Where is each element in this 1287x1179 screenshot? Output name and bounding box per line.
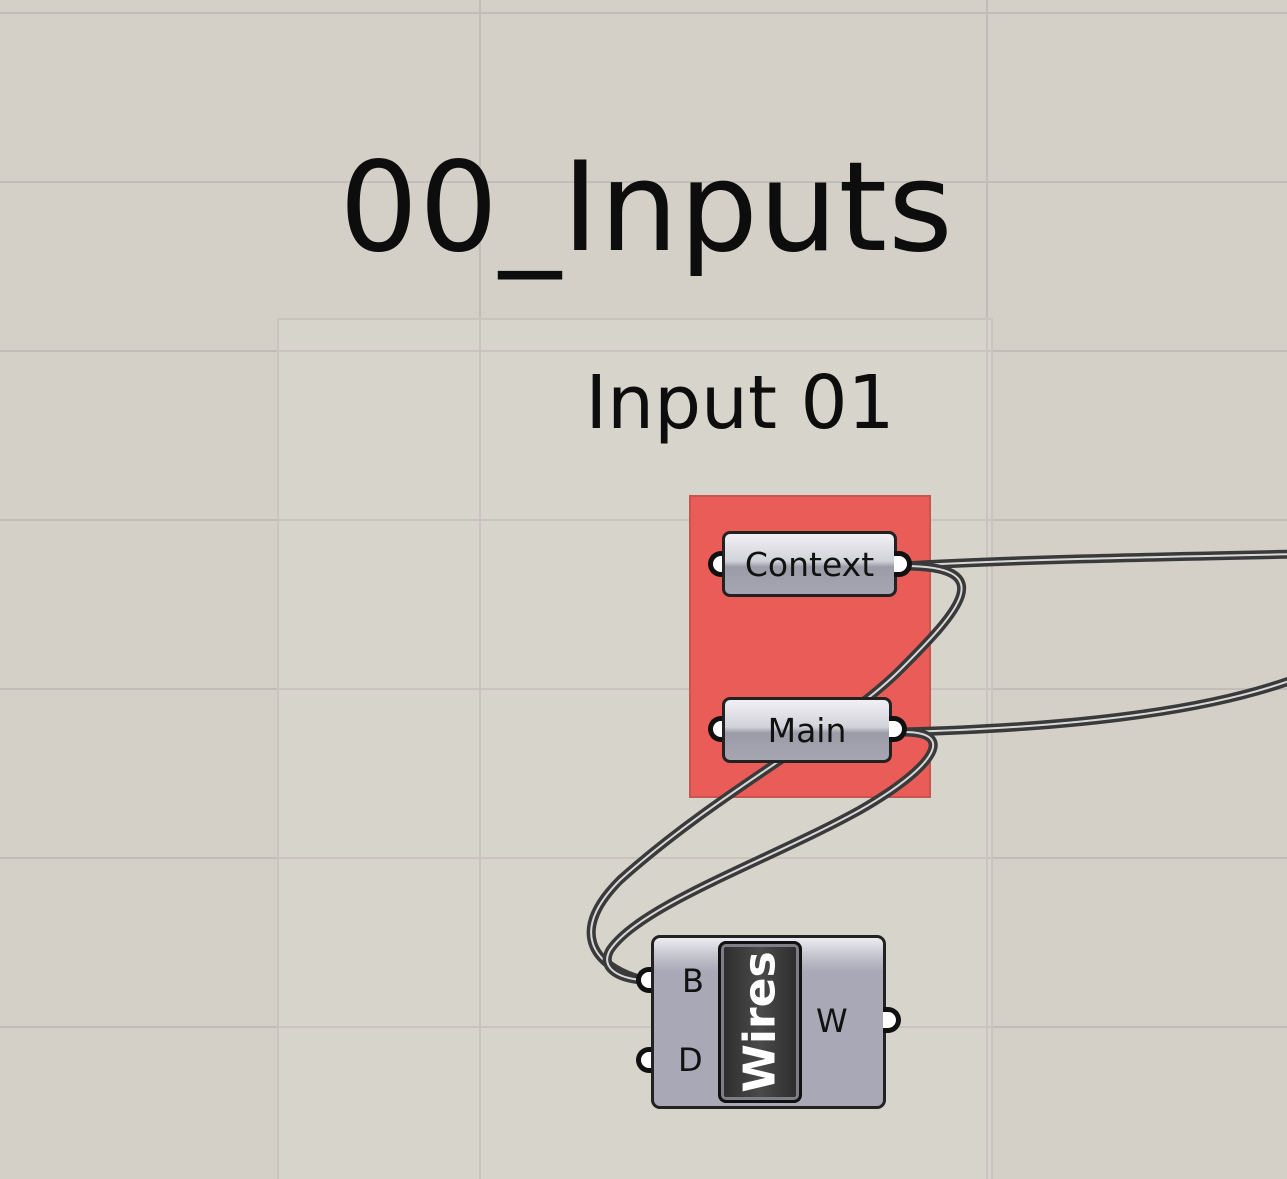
grid-line bbox=[0, 12, 1287, 14]
grid-line bbox=[0, 688, 1287, 690]
group-label[interactable]: Input 01 bbox=[585, 360, 895, 446]
wires-nickname[interactable]: Wires bbox=[718, 941, 802, 1103]
wire-context-to-right bbox=[903, 553, 1287, 567]
main-param[interactable]: Main bbox=[722, 697, 892, 763]
d-input-grip[interactable] bbox=[636, 1047, 654, 1073]
main-output-grip[interactable] bbox=[889, 716, 907, 742]
context-input-grip[interactable] bbox=[708, 551, 726, 577]
grid-line bbox=[0, 181, 1287, 183]
context-param-label: Context bbox=[744, 544, 875, 584]
grid-line bbox=[986, 0, 988, 1179]
wires-nickname-label: Wires bbox=[734, 951, 786, 1093]
grid-line bbox=[0, 1026, 1287, 1028]
wire-main-to-b bbox=[606, 731, 935, 981]
input-d-label: D bbox=[678, 1041, 703, 1079]
input-b-label: B bbox=[682, 962, 704, 1000]
canvas-title[interactable]: 00_Inputs bbox=[339, 136, 954, 280]
grid-line bbox=[0, 519, 1287, 521]
main-param-label: Main bbox=[767, 710, 847, 750]
grid-line bbox=[0, 350, 1287, 352]
context-output-grip[interactable] bbox=[894, 551, 912, 577]
wire-main-to-right bbox=[903, 680, 1287, 733]
grid-line bbox=[479, 0, 481, 1179]
output-w-label: W bbox=[816, 1002, 848, 1040]
context-param[interactable]: Context bbox=[722, 531, 897, 597]
main-input-grip[interactable] bbox=[708, 716, 726, 742]
b-input-grip[interactable] bbox=[636, 967, 654, 993]
wire-main-to-right bbox=[899, 676, 1287, 737]
w-output-grip[interactable] bbox=[883, 1007, 901, 1033]
